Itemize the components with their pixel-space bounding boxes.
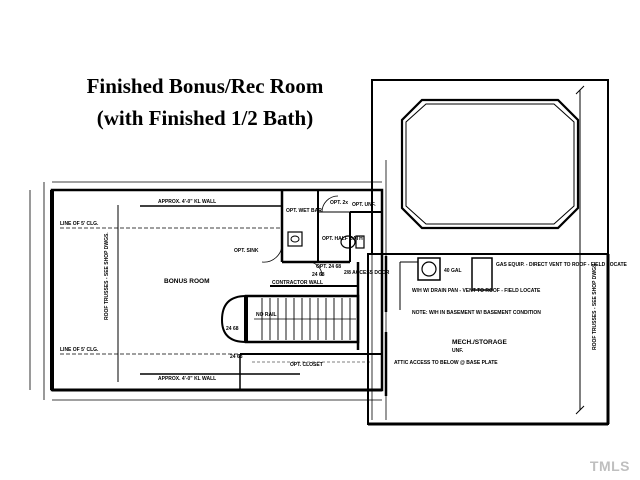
- stair-landing-curve: [220, 295, 247, 343]
- drawing-title-line2: (with Finished 1/2 Bath): [96, 106, 314, 130]
- drawing-title-line1: Finished Bonus/Rec Room: [86, 74, 324, 98]
- toilet-fixture: [340, 235, 356, 249]
- no-rail-label: NO RAIL: [256, 312, 277, 318]
- half-bath-label: OPT. HALF BATH: [322, 236, 363, 242]
- water-heater: [417, 257, 441, 281]
- attic-skylight-inner: [405, 103, 575, 225]
- roof-trusses-right-label: ROOF TRUSSES - SEE SHOP DWGS.: [592, 262, 598, 350]
- door-2468-b-label: 24 68: [230, 354, 243, 360]
- access-door-label: 2/8 ACCESS DOOR: [344, 270, 390, 276]
- opt-door-label: OPT. 24 68: [316, 264, 341, 270]
- approx-wall-top-label: APPROX. 4'-0" KL WALL: [158, 199, 216, 205]
- furnace: [471, 257, 493, 291]
- opt-unf-label: OPT. UNF.: [352, 202, 376, 208]
- bonus-room-outline: [50, 188, 384, 392]
- closet-label: OPT. CLOSET: [290, 362, 323, 368]
- water-heater-label: 40 GAL: [444, 268, 462, 274]
- mech-storage-label: MECH./STORAGE: [452, 339, 507, 346]
- ceiling-line-bottom-label: LINE OF 5' CLG.: [60, 347, 99, 353]
- hvac-note-label: NOTE: W/H IN BASEMENT W/ BASEMENT CONDIT…: [412, 310, 541, 316]
- sink-fixture: [287, 231, 303, 247]
- ceiling-line-top-label: LINE OF 5' CLG.: [60, 221, 99, 227]
- bath-door-swing: [321, 195, 339, 213]
- approx-wall-bottom-label: APPROX. 4'-0" KL WALL: [158, 376, 216, 382]
- wet-bar-label: OPT. WET BAR: [286, 208, 322, 214]
- mech-storage-sub-label: UNF.: [452, 348, 464, 354]
- vent-note-label: W/H W/ DRAIN PAN - VENT TO ROOF - FIELD …: [412, 288, 541, 294]
- gas-equip-label: GAS EQUIP. - DIRECT VENT TO ROOF - FIELD…: [496, 262, 628, 268]
- bonus-room-label: BONUS ROOM: [164, 278, 210, 285]
- opt-2x-label: OPT. 2x: [330, 200, 348, 206]
- contractor-wall-label: CONTRACTOR WALL: [272, 280, 323, 286]
- attic-access-label: ATTIC ACCESS TO BELOW @ BASE PLATE: [394, 360, 498, 366]
- door-2468-c-label: 24 68: [312, 272, 325, 278]
- sink-label: OPT. SINK: [234, 248, 259, 254]
- attic-skylight-outline: [400, 98, 580, 230]
- door-2468-a-label: 24 68: [226, 326, 239, 332]
- watermark-logo: TMLS: [589, 458, 630, 474]
- roof-trusses-left-label: ROOF TRUSSES - SEE SHOP DWGS.: [104, 232, 110, 320]
